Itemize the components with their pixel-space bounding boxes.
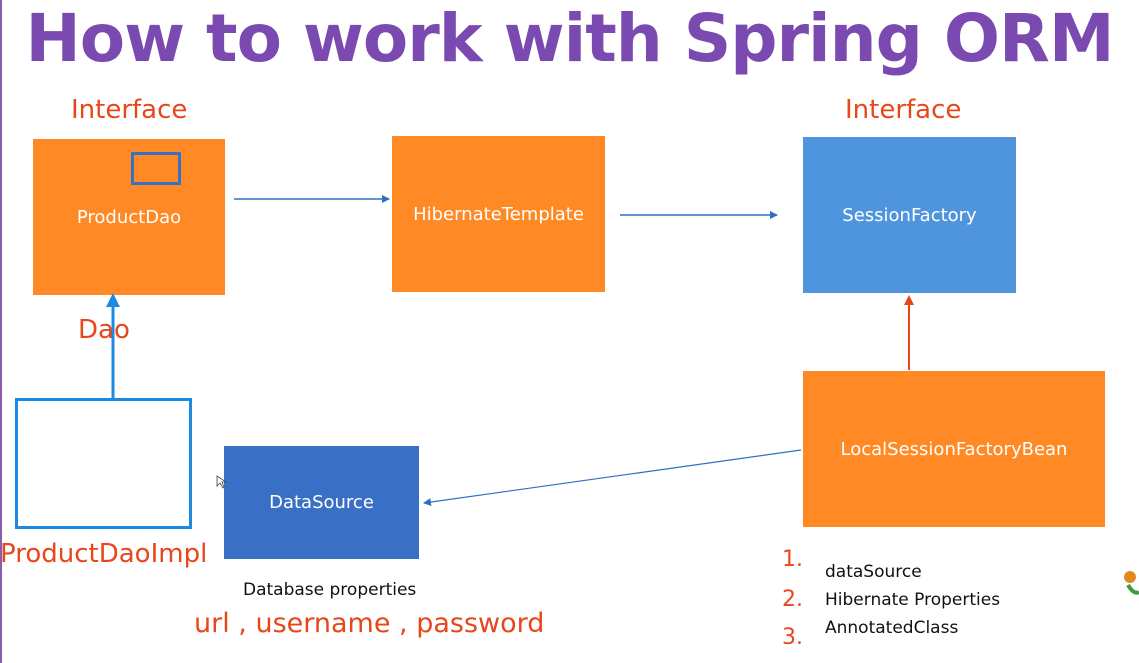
dao-label: Dao bbox=[78, 315, 130, 345]
arrow-localsessionfactorybean-to-datasource bbox=[423, 449, 802, 506]
product-dao-impl-label: ProductDaoImpl bbox=[0, 539, 208, 569]
selection-rectangle bbox=[131, 152, 181, 185]
list-number-2: 2. bbox=[782, 587, 803, 612]
list-number-1: 1. bbox=[782, 547, 803, 572]
hibernate-template-box: HibernateTemplate bbox=[392, 136, 605, 292]
data-source-box: DataSource bbox=[224, 446, 419, 559]
product-dao-box: ProductDao bbox=[33, 139, 225, 295]
product-dao-label: ProductDao bbox=[76, 206, 182, 228]
list-number-3: 3. bbox=[782, 625, 803, 650]
list-item-3: AnnotatedClass bbox=[825, 618, 959, 638]
session-factory-box: SessionFactory bbox=[803, 137, 1016, 293]
interface-label-left: Interface bbox=[71, 95, 188, 125]
local-session-factory-bean-box: LocalSessionFactoryBean bbox=[803, 371, 1105, 527]
mouse-cursor-icon bbox=[216, 475, 228, 489]
session-factory-label: SessionFactory bbox=[842, 204, 977, 226]
interface-label-right: Interface bbox=[845, 95, 962, 125]
plant-decoration-icon bbox=[1124, 571, 1139, 595]
slide-border bbox=[0, 0, 2, 663]
hibernate-template-label: HibernateTemplate bbox=[413, 203, 584, 225]
database-properties-label: Database properties bbox=[243, 580, 417, 600]
data-source-label: DataSource bbox=[269, 492, 374, 513]
list-item-1: dataSource bbox=[825, 562, 922, 582]
db-props-values: url , username , password bbox=[194, 608, 545, 639]
list-item-2: Hibernate Properties bbox=[825, 590, 1001, 610]
product-dao-impl-box bbox=[15, 398, 192, 529]
slide-title: How to work with Spring ORM bbox=[25, 0, 1114, 77]
local-session-factory-bean-label: LocalSessionFactoryBean bbox=[840, 438, 1068, 460]
